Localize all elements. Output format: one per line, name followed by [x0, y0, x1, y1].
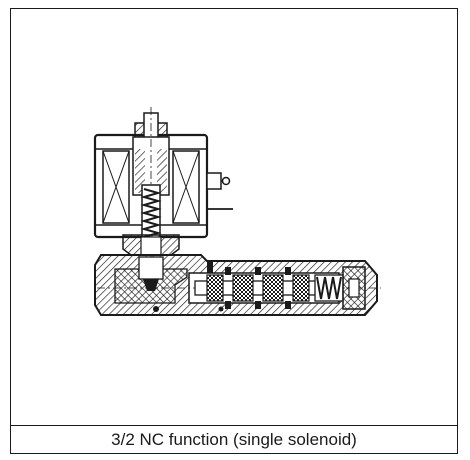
drawing-area	[11, 9, 457, 427]
figure-caption: 3/2 NC function (single solenoid)	[11, 425, 457, 453]
pilot-valve-body	[122, 234, 180, 256]
electrical-connector	[206, 172, 233, 210]
valve-cross-section-drawing	[93, 107, 381, 316]
spool	[194, 267, 324, 309]
figure-frame: 3/2 NC function (single solenoid)	[10, 8, 458, 454]
return-spring	[314, 274, 344, 302]
caption-text: 3/2 NC function (single solenoid)	[111, 429, 357, 449]
end-cap	[342, 266, 366, 310]
solenoid-stem	[132, 107, 170, 271]
